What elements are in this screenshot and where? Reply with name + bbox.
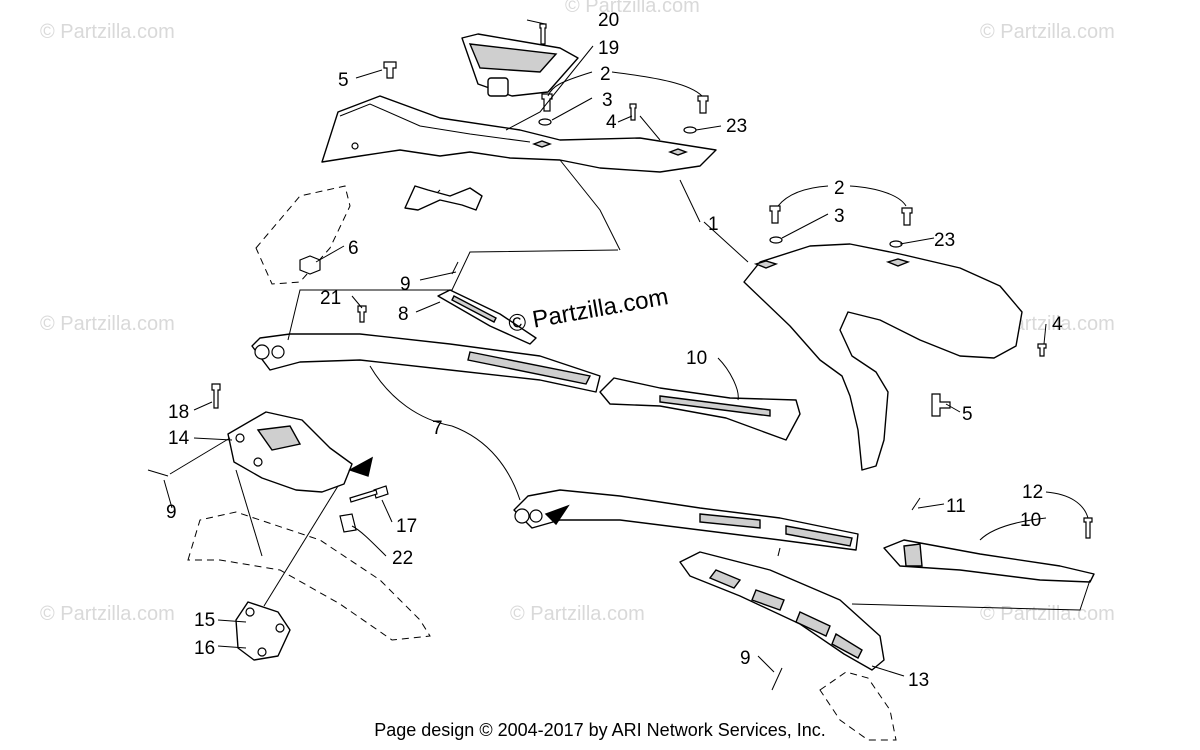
callout-label: 21 <box>320 288 341 309</box>
part-1-right-cowl <box>743 243 1023 471</box>
callout-numbers: 20 19 5 2 3 4 23 1 2 3 23 6 9 21 8 4 10 … <box>166 10 1063 691</box>
part-7-upper-rail <box>251 333 601 393</box>
callout-label: 16 <box>194 638 215 659</box>
callout-label: 2 <box>834 178 845 199</box>
ghost-frame-lower-left <box>187 511 431 641</box>
part-10-upper-plate <box>599 377 801 441</box>
callout-label: 5 <box>338 70 349 91</box>
callout-label: 22 <box>392 548 413 569</box>
part-10-lower-footrest <box>883 539 1095 583</box>
bolt-20 <box>539 23 547 45</box>
part-15-plate <box>235 601 291 661</box>
part-8-strap <box>437 289 537 345</box>
callout-label: 4 <box>1052 314 1063 335</box>
callout-label: 9 <box>400 274 411 295</box>
callout-label: 1 <box>708 214 719 235</box>
callout-label: 13 <box>908 670 929 691</box>
ghost-frame-left <box>255 185 351 285</box>
watermark-group: © Partzilla.com © Partzilla.com © Partzi… <box>40 0 1115 625</box>
part-19-light-housing <box>461 33 579 97</box>
callout-label: 12 <box>1022 482 1043 503</box>
callout-label: 9 <box>166 502 177 523</box>
watermark: © Partzilla.com <box>565 0 700 17</box>
watermark: © Partzilla.com <box>40 313 175 335</box>
watermark: © Partzilla.com <box>980 603 1115 625</box>
callout-label: 3 <box>602 90 613 111</box>
partzilla-watermark: © Partzilla.com <box>506 283 670 338</box>
callout-label: 8 <box>398 304 409 325</box>
callout-label: 4 <box>606 112 617 133</box>
callout-label: 7 <box>432 418 443 439</box>
callout-label: 15 <box>194 610 215 631</box>
watermark: © Partzilla.com <box>510 603 645 625</box>
arrow-marker <box>348 456 374 477</box>
callout-label: 11 <box>946 496 966 517</box>
callout-label: 23 <box>726 116 747 137</box>
callout-label: 6 <box>348 238 359 259</box>
page-footer: Page design © 2004-2017 by ARI Network S… <box>374 720 826 740</box>
part-7-lower-rail <box>513 489 859 551</box>
ghost-frame-lower-right <box>819 671 897 741</box>
callout-label: 2 <box>600 64 611 85</box>
callout-label: 20 <box>598 10 619 31</box>
part-14-bracket <box>227 411 353 493</box>
leader-lines <box>163 19 1091 677</box>
callout-label: 19 <box>598 38 619 59</box>
callout-label: 3 <box>834 206 845 227</box>
callout-label: 23 <box>934 230 955 251</box>
callout-label: 10 <box>1020 510 1041 531</box>
watermark: © Partzilla.com <box>40 603 175 625</box>
callout-label: 5 <box>962 404 973 425</box>
watermark: © Partzilla.com <box>40 21 175 43</box>
watermark: © Partzilla.com <box>980 21 1115 43</box>
part-13-grate <box>679 551 885 671</box>
callout-label: 17 <box>396 516 417 537</box>
hardware-group <box>147 23 1093 691</box>
callout-label: 14 <box>168 428 190 449</box>
arrow-marker <box>544 504 570 526</box>
part-1-left-cowl <box>321 95 717 251</box>
callout-label: 18 <box>168 402 189 423</box>
callout-label: 9 <box>740 648 751 669</box>
callout-label: 10 <box>686 348 707 369</box>
bolt-5 <box>383 61 397 79</box>
